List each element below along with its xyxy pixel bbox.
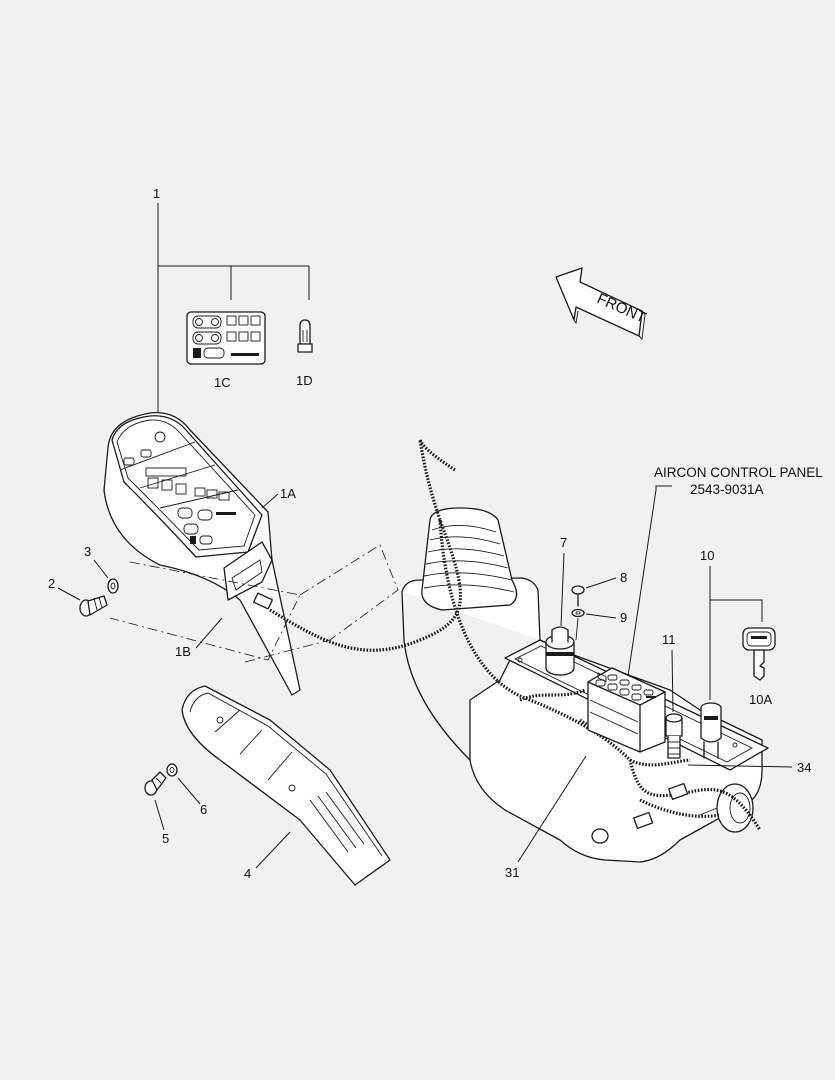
bracket-outline-1b bbox=[109, 544, 399, 663]
wire-harness-31 bbox=[269, 439, 762, 831]
part-1-leaders bbox=[157, 203, 310, 413]
label-7: 7 bbox=[560, 535, 567, 550]
label-31: 31 bbox=[505, 865, 519, 880]
label-1a: 1A bbox=[280, 486, 296, 501]
screw-5 bbox=[144, 771, 167, 796]
label-5: 5 bbox=[162, 831, 169, 846]
front-arrow: FRONT bbox=[555, 267, 648, 340]
control-box-1a bbox=[103, 411, 301, 696]
label-3: 3 bbox=[84, 544, 91, 559]
starter-switch-10 bbox=[700, 702, 722, 759]
label-1c: 1C bbox=[214, 375, 231, 390]
washer-3 bbox=[107, 578, 119, 594]
label-10a: 10A bbox=[749, 692, 772, 707]
bolt-8 bbox=[571, 585, 585, 607]
connector-harness-a bbox=[668, 782, 689, 801]
label-4: 4 bbox=[244, 866, 251, 881]
switch-11 bbox=[665, 713, 683, 759]
buzzer-7 bbox=[545, 626, 575, 676]
screw-2 bbox=[79, 595, 108, 617]
washer-6 bbox=[166, 763, 178, 777]
label-8: 8 bbox=[620, 570, 627, 585]
key-10a bbox=[742, 627, 776, 681]
label-9: 9 bbox=[620, 610, 627, 625]
aircon-panel-part-number: 2543-9031A bbox=[690, 482, 764, 497]
washer-9 bbox=[571, 608, 585, 618]
label-11: 11 bbox=[662, 632, 676, 647]
aircon-panel-leader bbox=[627, 485, 672, 677]
leader-10 bbox=[709, 566, 763, 622]
connector-harness-b bbox=[633, 811, 654, 830]
control-lever-boot bbox=[421, 507, 518, 611]
label-6: 6 bbox=[200, 802, 207, 817]
aircon-panel-title: AIRCON CONTROL PANEL bbox=[654, 465, 823, 480]
label-34: 34 bbox=[797, 760, 811, 775]
label-1: 1 bbox=[153, 186, 160, 201]
label-2: 2 bbox=[48, 576, 55, 591]
label-10: 10 bbox=[700, 548, 714, 563]
label-sticker-1c bbox=[186, 311, 266, 365]
bulb-1d bbox=[297, 319, 313, 353]
cover-4 bbox=[181, 685, 391, 886]
aircon-control-panel bbox=[587, 667, 666, 753]
label-1b: 1B bbox=[175, 644, 191, 659]
connector-1a-plug bbox=[252, 592, 274, 610]
label-1d: 1D bbox=[296, 373, 313, 388]
